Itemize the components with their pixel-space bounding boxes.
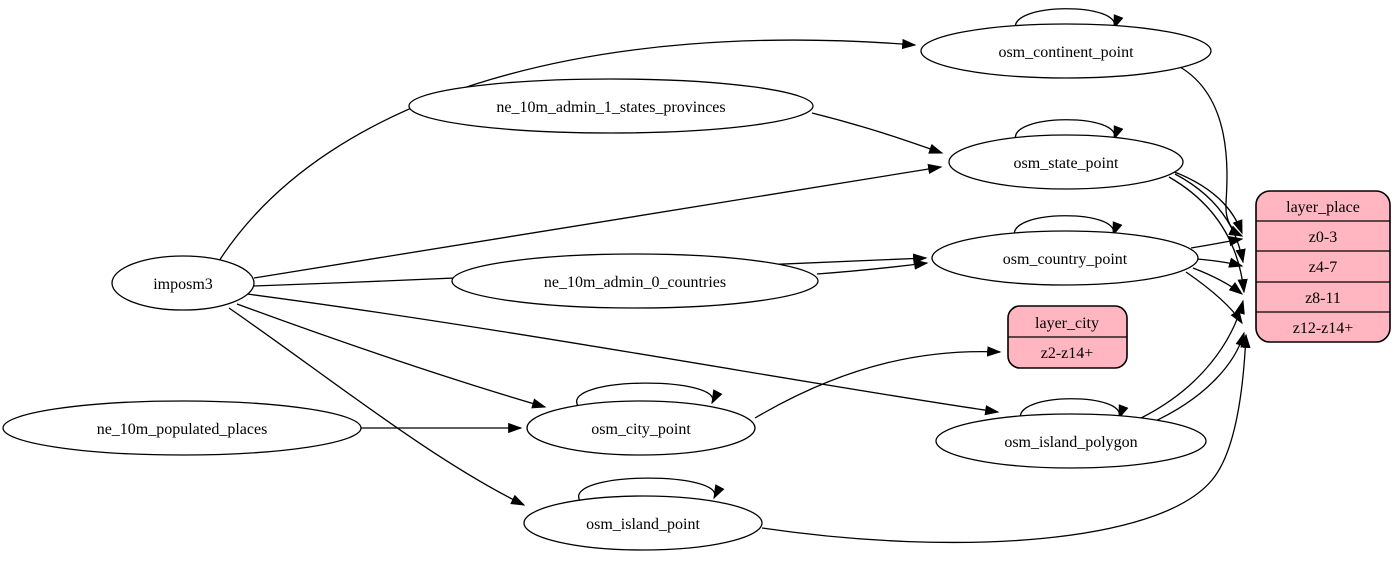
node-imposm3: imposm3: [111, 255, 255, 311]
node-ne_10m_populated_places-shape: [2, 400, 362, 456]
selfloop-osm_state_point: [1015, 119, 1124, 142]
node-osm_continent_point: osm_continent_point: [920, 23, 1212, 79]
node-osm_city_point-label: osm_city_point: [591, 421, 691, 438]
node-ne_10m_admin_1_states_provinces-shape: [408, 78, 814, 134]
selfloop-osm_continent_point: [1015, 8, 1124, 31]
selfloop-osm_country_point: [1014, 215, 1123, 238]
edge-ne_10m_admin_1_states_provinces-to-osm_state_point: [811, 112, 944, 154]
edge-osm_country_point-to-layer_place-z0-3: [1190, 236, 1244, 249]
edges-group: [218, 8, 1251, 544]
node-ne_10m_admin_0_countries: ne_10m_admin_0_countries: [451, 253, 819, 309]
node-ne_10m_populated_places-label: ne_10m_populated_places: [97, 421, 268, 438]
layer_place-row-z0-3: z0-3: [1309, 229, 1337, 246]
layer_place-row-z4-7: z4-7: [1309, 259, 1337, 276]
node-layer_city: layer_city z2-z14+: [1007, 305, 1128, 369]
node-osm_state_point-label: osm_state_point: [1014, 155, 1119, 172]
node-osm_continent_point-label: osm_continent_point: [998, 44, 1134, 61]
node-osm_city_point: osm_city_point: [526, 400, 756, 456]
selfloop-osm_city_point: [576, 382, 723, 407]
edge-imposm3-to-osm_city_point: [236, 303, 547, 409]
edge-ne_10m_admin_0_countries-to-osm_country_point: [816, 259, 929, 275]
node-osm_state_point: osm_state_point: [948, 134, 1184, 190]
node-osm_island_polygon-label: osm_island_polygon: [1004, 434, 1137, 451]
edge-osm_country_point-to-layer_place-z12-z14: [1185, 271, 1243, 325]
node-layer_city-title: layer_city: [1035, 315, 1099, 332]
node-osm_island_polygon: osm_island_polygon: [935, 413, 1207, 469]
node-ne_10m_admin_1_states_provinces: ne_10m_admin_1_states_provinces: [408, 78, 814, 134]
layer_place-row-z12-z14: z12-z14+: [1293, 320, 1354, 337]
edge-osm_island_polygon-to-layer_place-z8-11: [1138, 299, 1245, 420]
node-osm_state_point-shape: [948, 134, 1184, 190]
edge-osm_state_point-to-layer_place-z0-3: [1171, 170, 1243, 235]
edge-imposm3-to-osm_state_point: [253, 163, 943, 279]
node-osm_island_polygon-shape: [935, 413, 1207, 469]
edge-imposm3-to-osm_island_polygon: [246, 293, 1000, 416]
node-osm_island_point: osm_island_point: [523, 495, 763, 551]
selfloop-osm_island_polygon: [1020, 398, 1129, 421]
node-osm_country_point-shape: [931, 230, 1199, 286]
edge-osm_city_point-to-layer_city-z2-z14: [754, 346, 1002, 419]
node-ne_10m_populated_places: ne_10m_populated_places: [2, 400, 362, 456]
edge-imposm3-to-osm_island_point: [228, 307, 526, 506]
node-layer_place: layer_place z0-3 z4-7 z8-11 z12-z14+: [1255, 190, 1391, 343]
edge-imposm3-to-osm_continent_point: [218, 38, 917, 262]
node-ne_10m_admin_0_countries-shape: [451, 253, 819, 309]
layer_city-row-z2-z14: z2-z14+: [1041, 345, 1094, 362]
layer_place-row-z8-11: z8-11: [1305, 290, 1341, 307]
node-layer_place-shape: [1255, 190, 1391, 343]
node-osm_city_point-shape: [526, 400, 756, 456]
edge-osm_country_point-to-layer_place-z8-11: [1192, 267, 1244, 295]
node-osm_country_point: osm_country_point: [931, 230, 1199, 286]
node-imposm3-shape: [111, 255, 255, 311]
node-osm_island_point-label: osm_island_point: [586, 516, 700, 533]
node-osm_continent_point-shape: [920, 23, 1212, 79]
node-osm_country_point-label: osm_country_point: [1003, 251, 1128, 268]
selfloop-osm_island_point: [578, 477, 725, 502]
node-ne_10m_admin_1_states_provinces-label: ne_10m_admin_1_states_provinces: [496, 99, 725, 116]
edge-osm_state_point-to-layer_place-z4-7: [1174, 173, 1246, 264]
nodes-group: imposm3 ne_10m_admin_1_states_provinces …: [2, 23, 1391, 551]
node-osm_island_point-shape: [523, 495, 763, 551]
edge-osm_state_point-to-layer_place-z8-11: [1168, 176, 1248, 294]
edge-osm_country_point-to-layer_place-z4-7: [1196, 257, 1244, 268]
edge-osm_island_point-to-layer_place-z12-z14: [761, 333, 1251, 544]
node-imposm3-label: imposm3: [153, 276, 213, 293]
node-layer_place-title: layer_place: [1286, 199, 1360, 216]
node-ne_10m_admin_0_countries-label: ne_10m_admin_0_countries: [544, 274, 726, 291]
